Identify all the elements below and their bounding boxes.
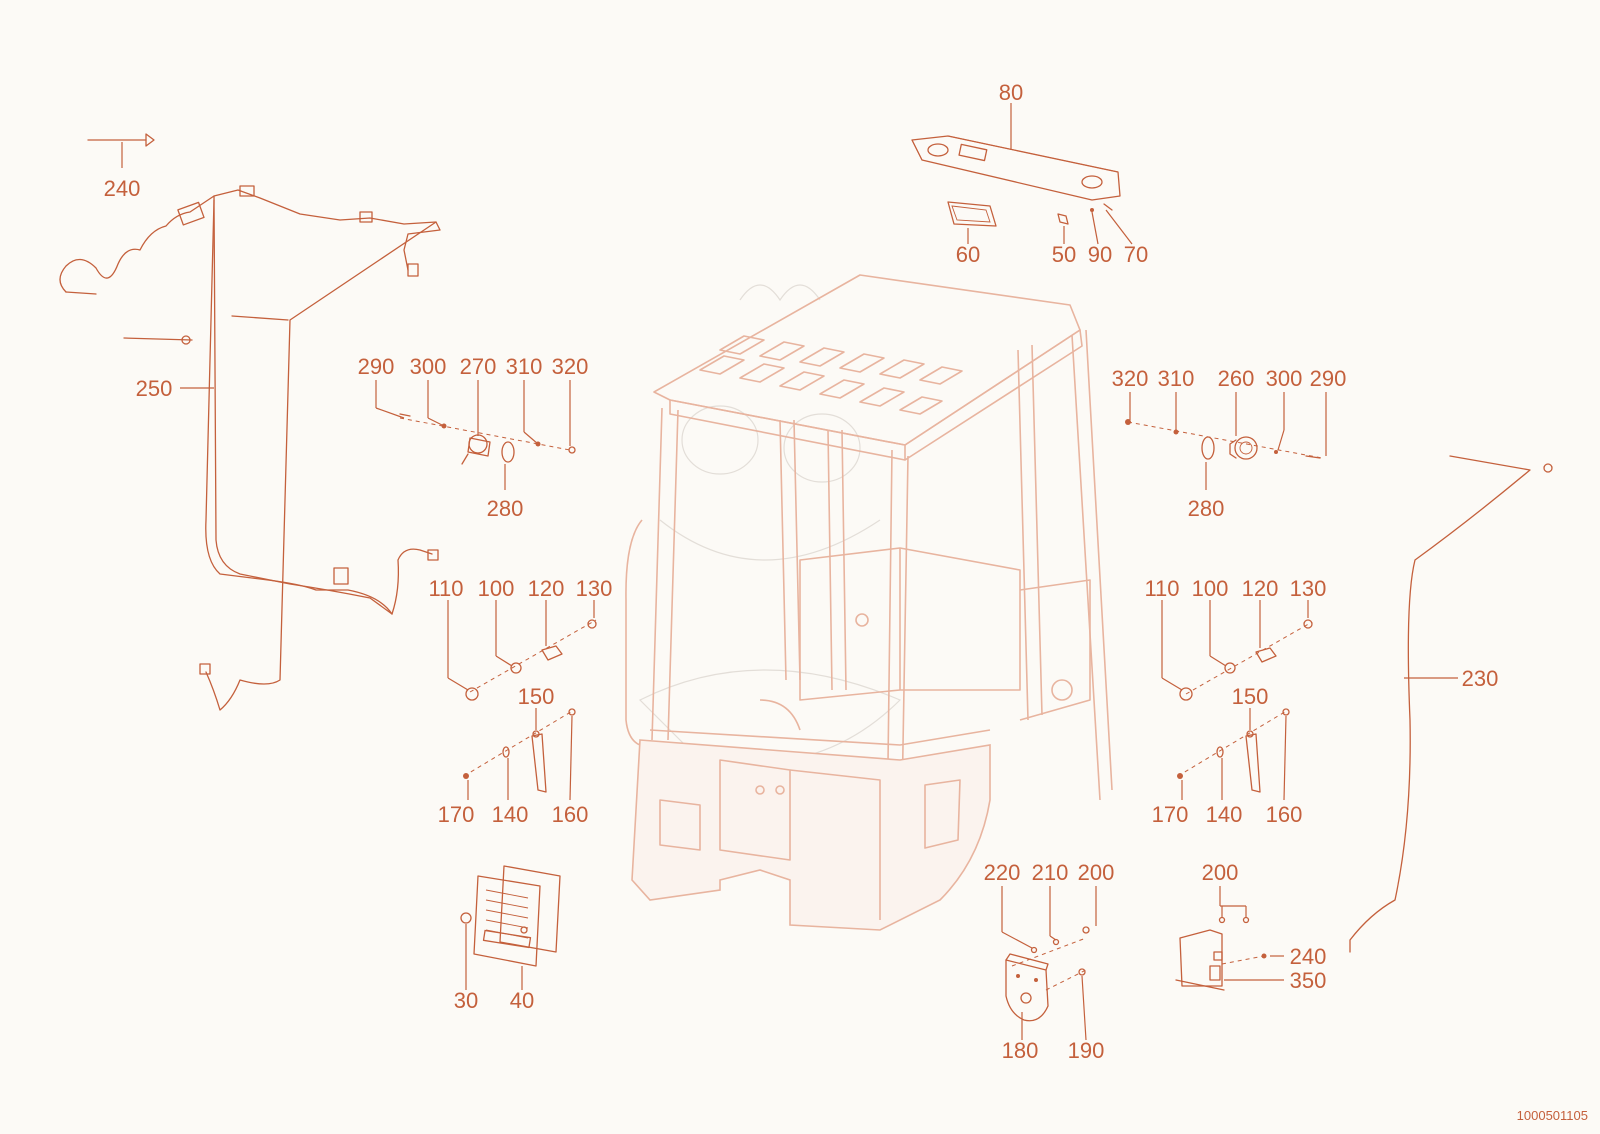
callout-60: 60 [956,242,980,267]
callout-160-right: 160 [1266,802,1303,827]
callout-170-left: 170 [438,802,475,827]
callout-300-left: 300 [410,354,447,379]
callout-120-left: 120 [528,576,565,601]
roof-grille [699,335,963,415]
callout-100-right: 100 [1192,576,1229,601]
callout-310-left: 310 [506,354,543,379]
callout-170-right: 170 [1152,802,1189,827]
cable-tie-part-240-top [87,133,155,168]
mirror-bracket-left [447,600,597,701]
callout-150-right: 150 [1232,684,1269,709]
vent-grille-part-40 [473,865,561,990]
callout-230: 230 [1462,666,1499,691]
callout-150-left: 150 [518,684,555,709]
callout-190: 190 [1068,1038,1105,1063]
callout-210: 210 [1032,860,1069,885]
roof-rail-part-80 [911,103,1121,201]
callout-labels: 80 60 50 90 70 240 250 290 300 270 310 3… [104,80,1499,1063]
callout-130-right: 130 [1290,576,1327,601]
callout-70: 70 [1124,242,1148,267]
callout-130-left: 130 [576,576,613,601]
callout-350: 350 [1290,968,1327,993]
callout-40: 40 [510,988,534,1013]
callout-120-right: 120 [1242,576,1279,601]
speaker-assembly-left [375,380,576,490]
knob-part-30 [460,912,472,990]
callout-270-left: 270 [460,354,497,379]
document-number: 1000501105 [1517,1108,1588,1123]
callout-80: 80 [999,80,1023,105]
grab-handle-right [1177,708,1290,801]
cab-frame [625,274,1113,931]
callout-200-bracket: 200 [1078,860,1115,885]
screw-part-90 [1090,208,1099,245]
callout-300-right: 300 [1266,366,1303,391]
callout-50: 50 [1052,242,1076,267]
callout-220: 220 [984,860,1021,885]
callout-180: 180 [1002,1038,1039,1063]
callout-250: 250 [136,376,173,401]
screw-part-70 [1103,203,1133,245]
callout-290-right: 290 [1310,366,1347,391]
callout-200-box: 200 [1202,860,1239,885]
callout-100-left: 100 [478,576,515,601]
clip-part-50 [1057,213,1069,244]
bracket-assembly-180 [1001,886,1097,1041]
callout-140-right: 140 [1206,802,1243,827]
callout-140-left: 140 [492,802,529,827]
grab-handle-left [463,708,576,801]
callout-160-left: 160 [552,802,589,827]
callout-310-right: 310 [1158,366,1195,391]
callout-320-left: 320 [552,354,589,379]
mirror-bracket-right [1161,600,1313,701]
wiring-harness-part-250 [59,185,441,711]
junction-box-part-350 [1175,886,1284,991]
cable-tie-part-250-loose [123,335,193,345]
callout-110-left: 110 [428,576,463,601]
callout-30: 30 [454,988,478,1013]
speaker-assembly-right [1125,392,1327,490]
callout-280-right: 280 [1188,496,1225,521]
antenna-cable-part-230 [1349,455,1553,953]
callout-280-left: 280 [487,496,524,521]
callout-260-right: 260 [1218,366,1255,391]
callout-240-box: 240 [1290,944,1327,969]
callout-290-left: 290 [358,354,395,379]
callout-240-top: 240 [104,176,141,201]
callout-320-right: 320 [1112,366,1149,391]
callout-90: 90 [1088,242,1112,267]
watermark-ghost [638,284,902,765]
callout-110-right: 110 [1144,576,1179,601]
dome-light-part-60 [947,201,997,244]
